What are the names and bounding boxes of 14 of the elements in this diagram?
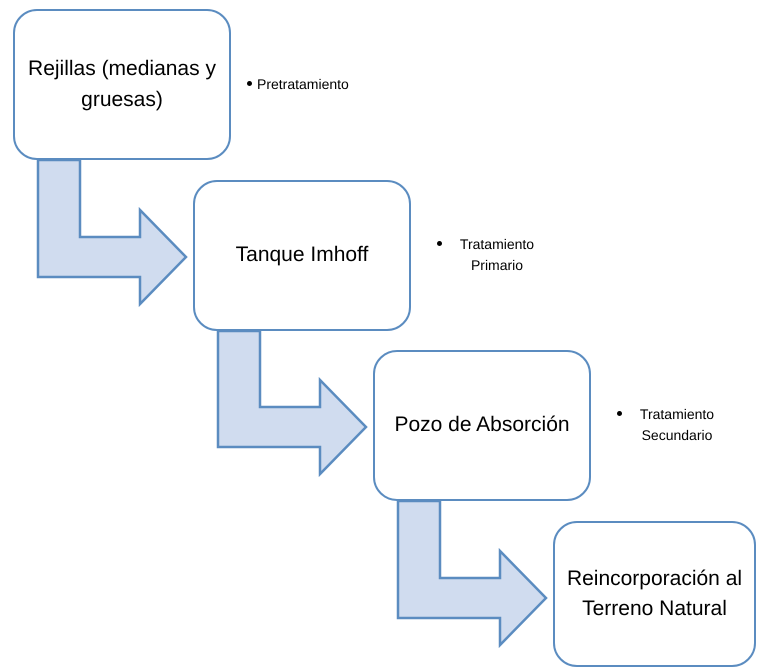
stage-note: Tratamiento Primario [458,235,536,275]
stage-note: Pretratamiento [257,75,349,94]
box-label: Reincorporación al Terreno Natural [566,566,744,622]
process-box [13,9,231,160]
box-label: Pozo de Absorción [394,412,570,438]
stage-note: Tratamiento Secundario [638,405,716,445]
block-arrow [396,500,548,648]
box-label: Tanque Imhoff [236,242,368,268]
block-arrow [36,158,188,308]
process-box [193,180,411,331]
process-box [553,521,756,667]
box-label: Rejillas (medianas y gruesas) [27,56,217,112]
block-arrow [216,330,368,478]
process-box [373,350,591,501]
